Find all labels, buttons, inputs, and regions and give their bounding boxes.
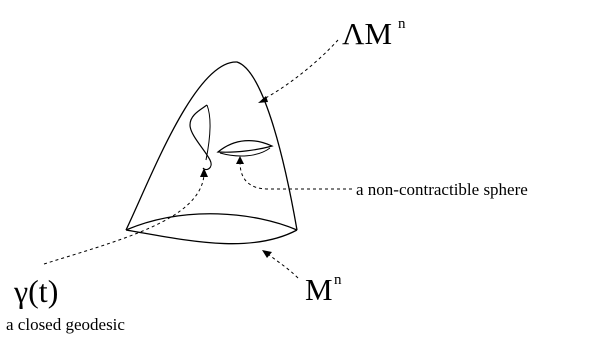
label-manifold-sup: n bbox=[334, 272, 342, 288]
geodesic-curve-back bbox=[205, 104, 211, 161]
arrowhead-loop-space bbox=[258, 96, 268, 103]
leader-geodesic bbox=[43, 174, 205, 265]
geodesic-curve bbox=[189, 104, 212, 171]
label-manifold: M bbox=[305, 272, 333, 307]
leader-sphere bbox=[239, 161, 352, 190]
base-rim-bottom bbox=[125, 229, 298, 245]
base-rim-top bbox=[125, 213, 298, 231]
sphere-curve bbox=[216, 140, 274, 153]
sphere-curve-lower bbox=[219, 147, 271, 157]
label-geodesic: a closed geodesic bbox=[6, 315, 125, 334]
leader-loop-space bbox=[261, 39, 339, 101]
label-geodesic-symbol: γ(t) bbox=[13, 273, 58, 309]
arrowhead-sphere bbox=[236, 156, 244, 164]
label-loop-space-sup: n bbox=[398, 16, 406, 32]
surface-outline bbox=[125, 61, 298, 231]
label-sphere: a non-contractible sphere bbox=[356, 180, 528, 199]
arrowhead-geodesic bbox=[200, 168, 208, 177]
label-loop-space: ΛM bbox=[342, 16, 392, 51]
leader-manifold bbox=[267, 253, 299, 279]
arrowhead-manifold bbox=[262, 250, 272, 258]
